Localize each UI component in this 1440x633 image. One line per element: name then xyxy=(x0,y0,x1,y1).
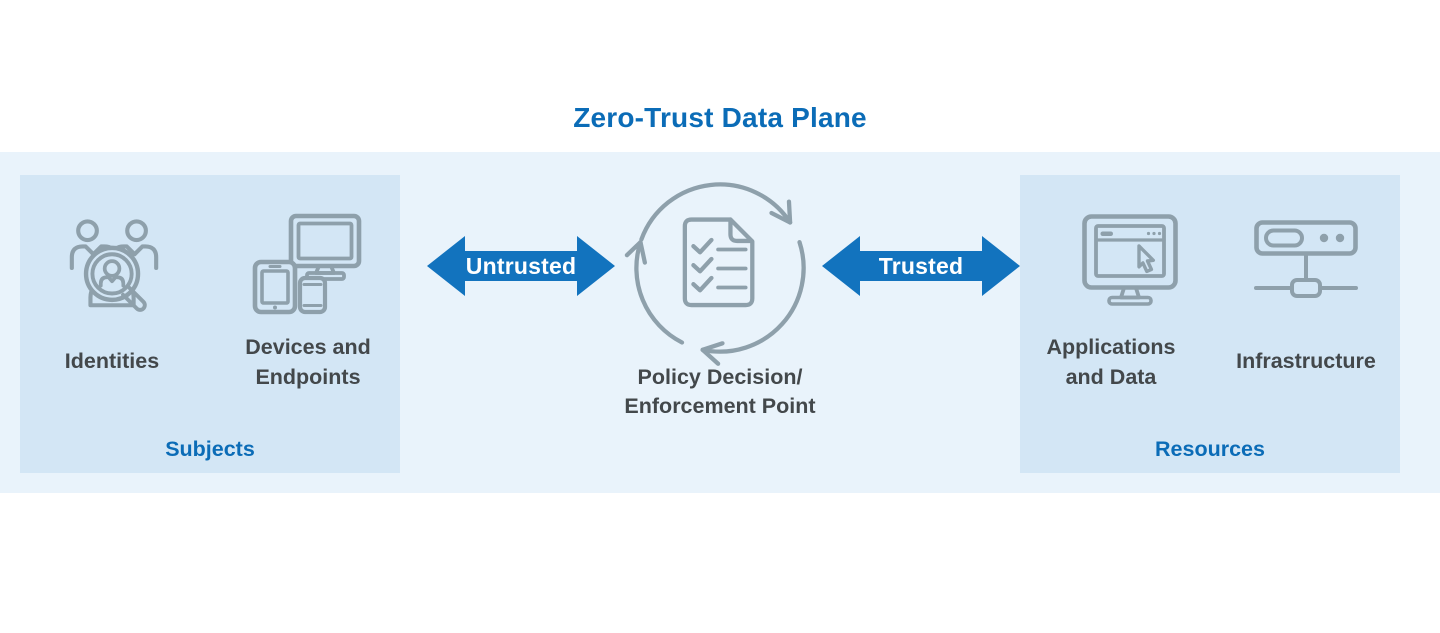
subjects-panel: Identities Devices and Endpoints Subject… xyxy=(20,175,400,473)
policy-cycle-checklist-icon xyxy=(624,182,806,366)
applications-and-data-icon xyxy=(1082,214,1178,306)
page-title: Zero-Trust Data Plane xyxy=(573,102,867,133)
resources-caption: Resources xyxy=(1155,437,1265,461)
trusted-arrow-label: Trusted xyxy=(878,252,964,279)
policy-decision-enforcement-label: Policy Decision/ Enforcement Point xyxy=(560,363,880,421)
applications-and-data-label: Applications and Data xyxy=(1046,335,1176,389)
double-arrow-shape xyxy=(427,236,615,296)
devices-and-endpoints-icon xyxy=(252,213,362,315)
trusted-arrow: Trusted xyxy=(822,236,1020,296)
identities-label: Identities xyxy=(64,349,160,373)
double-arrow-shape xyxy=(822,236,1020,296)
subjects-caption: Subjects xyxy=(165,437,255,461)
untrusted-arrow: Untrusted xyxy=(427,236,615,296)
infrastructure-icon xyxy=(1254,220,1358,298)
pdp-label-line2: Enforcement Point xyxy=(624,394,816,418)
data-plane-band: Identities Devices and Endpoints Subject… xyxy=(0,152,1440,493)
identities-icon xyxy=(69,219,159,312)
pdp-label-line1: Policy Decision/ xyxy=(637,365,803,389)
infrastructure-label: Infrastructure xyxy=(1236,349,1376,373)
untrusted-arrow-label: Untrusted xyxy=(465,252,577,279)
resources-panel: Applications and Data Infrastructure Res… xyxy=(1020,175,1400,473)
devices-and-endpoints-label: Devices and Endpoints xyxy=(245,335,371,389)
